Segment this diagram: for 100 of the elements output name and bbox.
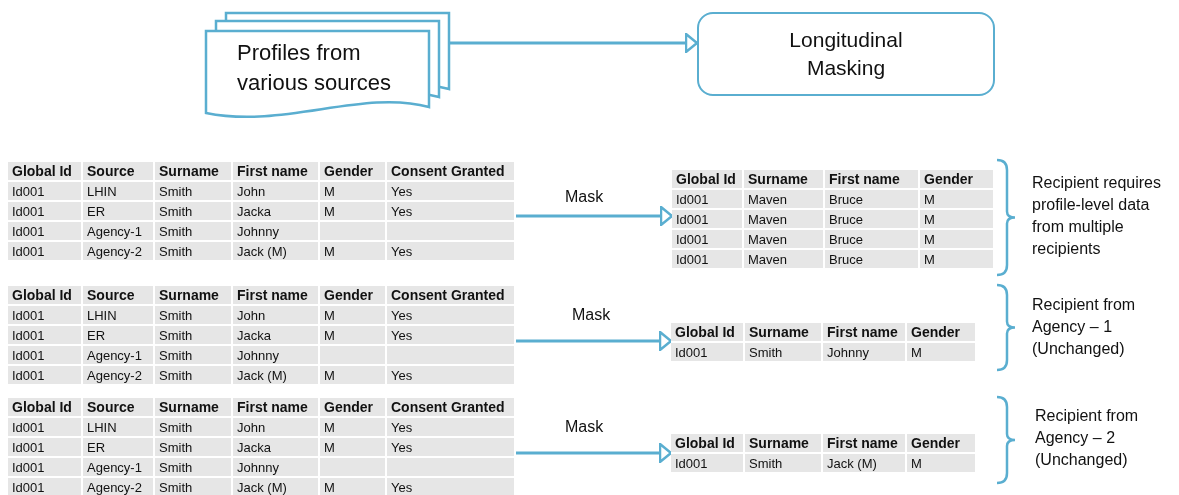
arrow <box>516 442 673 464</box>
table-header-cell: Surname <box>155 286 233 306</box>
table-cell: Maven <box>744 210 825 230</box>
table-cell: Johnny <box>233 222 320 242</box>
table-cell: M <box>920 190 995 210</box>
table-cell: M <box>320 438 387 458</box>
table-cell: Id001 <box>8 202 83 222</box>
table-cell: M <box>320 478 387 495</box>
node-text: Profiles from various sources <box>237 39 393 97</box>
table-cell: Id001 <box>671 454 745 474</box>
table-cell: Yes <box>387 438 516 458</box>
table-header-cell: First name <box>823 434 907 454</box>
table-header-cell: Gender <box>320 162 387 182</box>
data-table <box>671 323 977 363</box>
table-cell: Maven <box>744 230 825 250</box>
table-cell: ER <box>83 438 155 458</box>
table-header-cell: Surname <box>745 323 823 343</box>
table-header-cell: Gender <box>320 398 387 418</box>
table-cell: Jack (M) <box>233 366 320 386</box>
table-cell: Agency-1 <box>83 458 155 478</box>
table-cell: Smith <box>155 326 233 346</box>
data-table <box>671 434 977 474</box>
table-header-cell: Surname <box>155 398 233 418</box>
arrow <box>516 205 674 227</box>
table-cell: Smith <box>155 242 233 262</box>
table-cell: Agency-2 <box>83 478 155 495</box>
table-cell: Bruce <box>825 190 920 210</box>
table-cell: Id001 <box>8 418 83 438</box>
table-cell: Smith <box>155 202 233 222</box>
table-cell: Yes <box>387 366 516 386</box>
table-header-cell: Global Id <box>671 323 745 343</box>
table-cell: Yes <box>387 326 516 346</box>
table-cell: Id001 <box>8 306 83 326</box>
table-cell: Jack (M) <box>233 242 320 262</box>
data-table <box>8 398 516 495</box>
table-header-cell: Global Id <box>8 398 83 418</box>
table-cell: Id001 <box>8 242 83 262</box>
table-cell: Smith <box>155 306 233 326</box>
table-cell: Id001 <box>8 438 83 458</box>
bracket-note: Recipient from Agency – 1 (Unchanged) <box>1032 295 1137 359</box>
table-header-cell: Surname <box>744 170 825 190</box>
data-table <box>672 170 995 270</box>
table-cell: Yes <box>387 202 516 222</box>
table-header-cell: First name <box>233 286 320 306</box>
table-header-cell: First name <box>233 162 320 182</box>
table-cell: Smith <box>155 222 233 242</box>
arrow <box>516 330 673 352</box>
table-cell: Johnny <box>823 343 907 363</box>
table-cell: Yes <box>387 478 516 495</box>
table-cell: Id001 <box>8 478 83 495</box>
table-header-cell: Surname <box>745 434 823 454</box>
table-cell: John <box>233 306 320 326</box>
table-header-cell: Global Id <box>8 286 83 306</box>
table-header-cell: Consent Granted <box>387 286 516 306</box>
table-cell: Id001 <box>8 326 83 346</box>
table-header-cell: Global Id <box>672 170 744 190</box>
table-cell: Johnny <box>233 458 320 478</box>
table-cell: Smith <box>155 438 233 458</box>
table-cell: Jacka <box>233 326 320 346</box>
table-cell: M <box>320 242 387 262</box>
table-cell: Id001 <box>8 458 83 478</box>
table-header-cell: Source <box>83 162 155 182</box>
table-cell: Agency-2 <box>83 242 155 262</box>
table-cell: M <box>907 454 977 474</box>
table-cell: Id001 <box>8 182 83 202</box>
table-cell: Smith <box>155 366 233 386</box>
table-header-cell: Global Id <box>671 434 745 454</box>
table-cell: Yes <box>387 182 516 202</box>
table-header-cell: Surname <box>155 162 233 182</box>
table-cell: Id001 <box>671 343 745 363</box>
table-cell: M <box>320 182 387 202</box>
table-cell: Yes <box>387 306 516 326</box>
table-cell: Jacka <box>233 202 320 222</box>
table-cell: Smith <box>155 478 233 495</box>
table-cell: M <box>320 306 387 326</box>
data-table <box>8 162 516 262</box>
table-cell: Bruce <box>825 230 920 250</box>
data-table <box>8 286 516 386</box>
table-cell: Bruce <box>825 210 920 230</box>
table-cell: Jacka <box>233 438 320 458</box>
arrow <box>450 32 699 54</box>
table-header-cell: Consent Granted <box>387 398 516 418</box>
table-cell: Agency-1 <box>83 346 155 366</box>
table-cell: John <box>233 182 320 202</box>
table-cell: LHIN <box>83 306 155 326</box>
table-header-cell: Global Id <box>8 162 83 182</box>
table-cell: M <box>907 343 977 363</box>
table-header-cell: Gender <box>907 434 977 454</box>
table-cell: Smith <box>155 458 233 478</box>
table-cell: Maven <box>744 190 825 210</box>
table-header-cell: Gender <box>907 323 977 343</box>
table-cell: Smith <box>745 454 823 474</box>
table-cell: Maven <box>744 250 825 270</box>
table-cell: Id001 <box>8 222 83 242</box>
table-header-cell: First name <box>823 323 907 343</box>
table-cell: Agency-2 <box>83 366 155 386</box>
table-cell: Yes <box>387 242 516 262</box>
table-cell: M <box>920 210 995 230</box>
table-cell: Smith <box>155 418 233 438</box>
table-cell: Id001 <box>672 210 744 230</box>
